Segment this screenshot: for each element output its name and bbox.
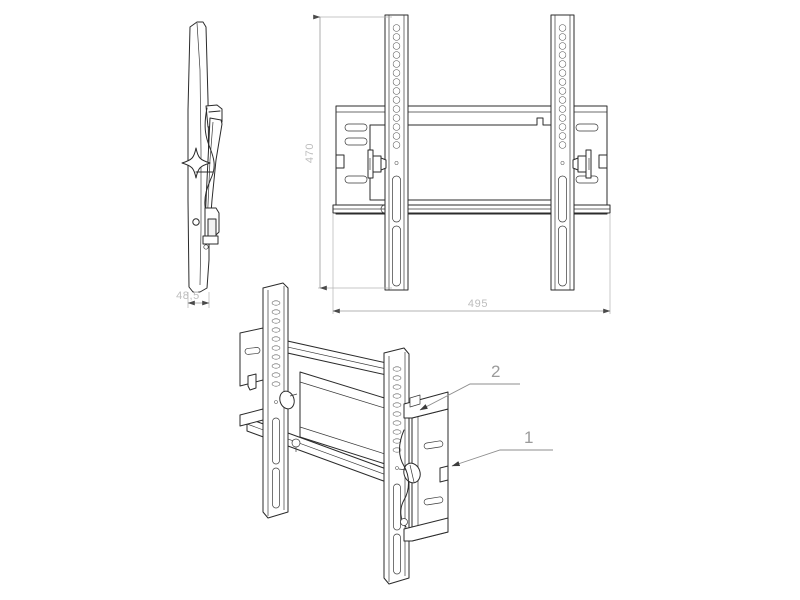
knob-left: [368, 150, 386, 178]
side-upper-housing-lip: [209, 111, 220, 112]
iso-rail-right-pin: [396, 467, 399, 470]
iso-wall-plate-right-tab: [410, 395, 420, 407]
iso-rail-right-hole-column: [393, 367, 401, 452]
iso-rail-left-hole-column: [272, 301, 280, 386]
iso-knob-right-rib: [410, 465, 414, 482]
depth-dimension: 48,5: [176, 290, 210, 308]
side-bolt-head: [193, 219, 199, 225]
front-rail-right: [551, 15, 574, 290]
iso-rail-right-slot-lower: [394, 534, 401, 574]
rail-left-long-slot-upper: [393, 176, 401, 222]
side-bottom-tongue: [203, 236, 218, 244]
knob-right-head: [586, 150, 591, 178]
callout-1: 1: [451, 428, 553, 466]
height-dimension-text: 470: [304, 143, 316, 163]
rail-left-pin-hole: [395, 161, 398, 164]
iso-wall-plate-right-slot-bottom: [424, 496, 444, 505]
isometric-assembly-view: 2 1: [240, 283, 553, 584]
wall-plate-slot-left-mid: [345, 138, 367, 145]
rail-left-long-slot-lower: [393, 226, 401, 286]
callout-2: 2: [419, 362, 520, 410]
iso-rail-left-slot-lower: [273, 468, 280, 508]
iso-wall-plate-right: [404, 392, 448, 541]
front-rail-left: [385, 15, 408, 290]
iso-wall-plate-right-hook-cutout: [440, 466, 448, 482]
side-bottom-pivot-hole: [204, 245, 208, 249]
callout-2-leader: [419, 384, 520, 410]
height-dimension: 470: [304, 14, 392, 291]
rail-right-body: [551, 15, 574, 290]
rail-right-long-slot-upper: [559, 176, 567, 222]
iso-right-hook-curve: [400, 430, 409, 527]
iso-wall-plate-right-bottom-flange: [404, 518, 448, 541]
iso-rail-left-slot-upper: [273, 418, 280, 464]
knob-right-flange: [573, 158, 578, 170]
knob-right: [573, 150, 591, 178]
iso-knob-left-shaft: [290, 394, 297, 396]
wall-plate-hook-cutout-left: [336, 155, 344, 168]
iso-knob-left: [278, 389, 297, 410]
side-star-aperture: [182, 148, 210, 178]
depth-dimension-text: 48,5: [176, 290, 200, 302]
iso-fastener-left: [292, 439, 300, 452]
side-profile-view: 48,5: [176, 22, 222, 308]
iso-wall-plate-left-lip: [240, 409, 263, 426]
iso-rail-left: [263, 283, 288, 518]
side-latch-block: [208, 219, 216, 236]
iso-wall-plate-left-slot: [245, 347, 261, 355]
iso-wall-plate-left-hook: [248, 374, 256, 390]
iso-rail-left-pin: [275, 401, 278, 404]
iso-wall-plate-left-stub: [240, 328, 263, 386]
wall-plate-slot-left-top: [345, 124, 367, 131]
iso-knob-right-shaft: [399, 469, 406, 470]
callout-1-leader: [451, 450, 553, 466]
knob-left-head: [368, 150, 373, 178]
knob-left-flange: [381, 158, 386, 170]
width-dimension: 495: [332, 214, 611, 314]
wall-plate-hook-cutout-right: [599, 155, 607, 168]
iso-rail-right-slot-upper: [394, 484, 401, 530]
iso-wall-plate-right-slot-top: [424, 440, 444, 449]
side-rail-inner-edge: [197, 23, 201, 285]
rail-right-pin-hole: [561, 161, 564, 164]
wall-plate-slot-right-top: [576, 124, 598, 131]
rail-left-hole-column: [393, 25, 400, 149]
callout-1-label: 1: [524, 428, 534, 447]
bottom-lip-tab-left: [381, 205, 385, 213]
iso-fastener-right: [401, 519, 408, 526]
wall-plate-slot-left-bottom: [345, 176, 367, 183]
front-elevation-view: 470 495: [304, 15, 610, 314]
width-dimension-text: 495: [468, 298, 488, 310]
rail-right-hole-column: [559, 25, 566, 149]
callout-2-label: 2: [491, 362, 501, 381]
rail-right-long-slot-lower: [559, 226, 567, 286]
rail-left-body: [385, 15, 408, 290]
